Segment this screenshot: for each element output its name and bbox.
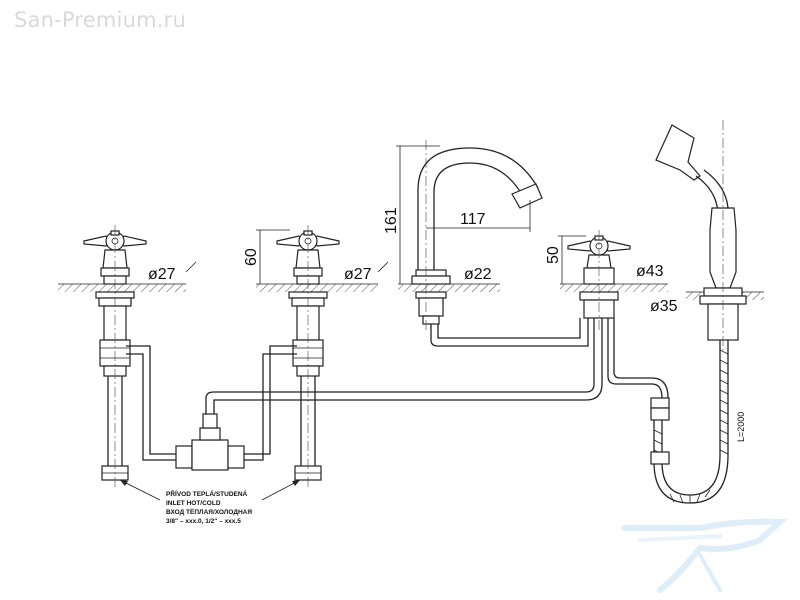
connecting-pipes (126, 318, 669, 471)
inlet-note-line3: ВХОД ТЁПЛАЯ/ХОЛОДНАЯ (166, 508, 252, 516)
middle-valve (276, 225, 340, 488)
dimension-lines (185, 145, 586, 284)
watermark-text: San-Premium.ru (14, 8, 186, 32)
dim-w117: 117 (460, 211, 486, 228)
inlet-note-line4: 3/8" – xxx.0, 1/2" – xxx.5 (166, 518, 241, 525)
dim-d35: ø35 (650, 298, 678, 315)
inlet-note-line1: PŘÍVOD TEPLÁ/STUDENÁ (166, 489, 248, 498)
hand-shower (655, 120, 747, 350)
dim-d43: ø43 (636, 263, 664, 280)
dim-d27-right: ø27 (344, 266, 372, 283)
brand-logo-mark (621, 518, 788, 593)
dim-h50: 50 (545, 246, 562, 264)
diverter-valve (567, 230, 631, 330)
spout (411, 140, 543, 330)
dim-d22: ø22 (464, 266, 492, 283)
dim-h161: 161 (383, 207, 400, 234)
dim-h60: 60 (243, 248, 260, 266)
left-valve (83, 225, 147, 488)
inlet-note-line2: INLET HOT/COLD (166, 500, 221, 507)
dim-hose-length: L=2000 (736, 412, 746, 442)
dim-d27-left: ø27 (148, 266, 176, 283)
shower-hose (650, 340, 729, 504)
inlet-leaders (119, 479, 301, 501)
